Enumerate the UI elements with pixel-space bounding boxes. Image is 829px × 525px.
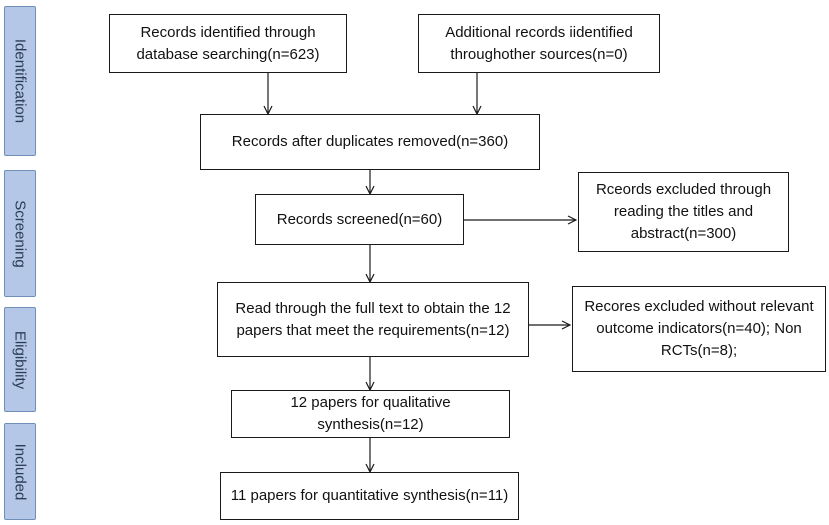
stage-identification: Identification <box>4 6 36 156</box>
stage-included: Included <box>4 423 36 520</box>
stage-eligibility: Eligibility <box>4 307 36 412</box>
box-database-records: Records identified through database sear… <box>109 14 347 73</box>
box-qualitative-synthesis: 12 papers for qualitative synthesis(n=12… <box>231 390 510 438</box>
box-records-screened: Records screened(n=60) <box>255 194 464 245</box>
box-excluded-fulltext: Recores excluded without relevant outcom… <box>572 286 826 372</box>
box-after-duplicates: Records after duplicates removed(n=360) <box>200 114 540 170</box>
box-other-sources: Additional records iidentified throughot… <box>418 14 660 73</box>
box-excluded-titles: Rceords excluded through reading the tit… <box>578 172 789 252</box>
stage-screening: Screening <box>4 170 36 297</box>
box-full-text: Read through the full text to obtain the… <box>217 282 529 357</box>
box-quantitative-synthesis: 11 papers for quantitative synthesis(n=1… <box>220 472 519 520</box>
